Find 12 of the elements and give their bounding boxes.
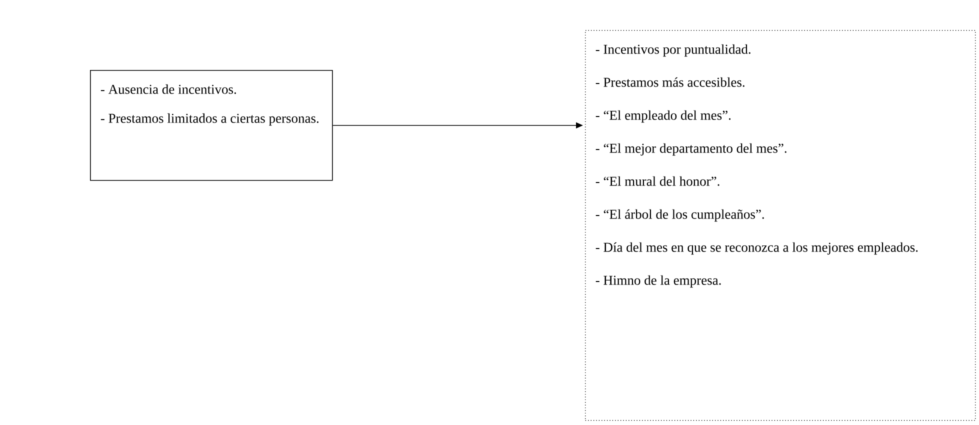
list-item: - Himno de la empresa.	[596, 275, 721, 288]
list-item: - Ausencia de incentivos.	[100, 84, 236, 94]
list-item: - “El empleado del mes”.	[596, 110, 731, 123]
list-item: - Prestamos más accesibles.	[596, 77, 744, 87]
text-box	[90, 70, 333, 181]
list-item: - “El mejor departamento del mes”.	[596, 143, 786, 156]
text-box	[585, 30, 976, 421]
list-item: - Incentivos por puntualidad.	[596, 44, 750, 57]
list-item: - “El mural del honor”.	[596, 176, 720, 186]
list-item: - “El árbol de los cumpleaños”.	[596, 209, 764, 222]
list-item: - Día del mes en que se reconozca a los mejores empleados.	[596, 242, 918, 255]
list-item: - Prestamos limitados a ciertas personas.	[100, 113, 318, 126]
